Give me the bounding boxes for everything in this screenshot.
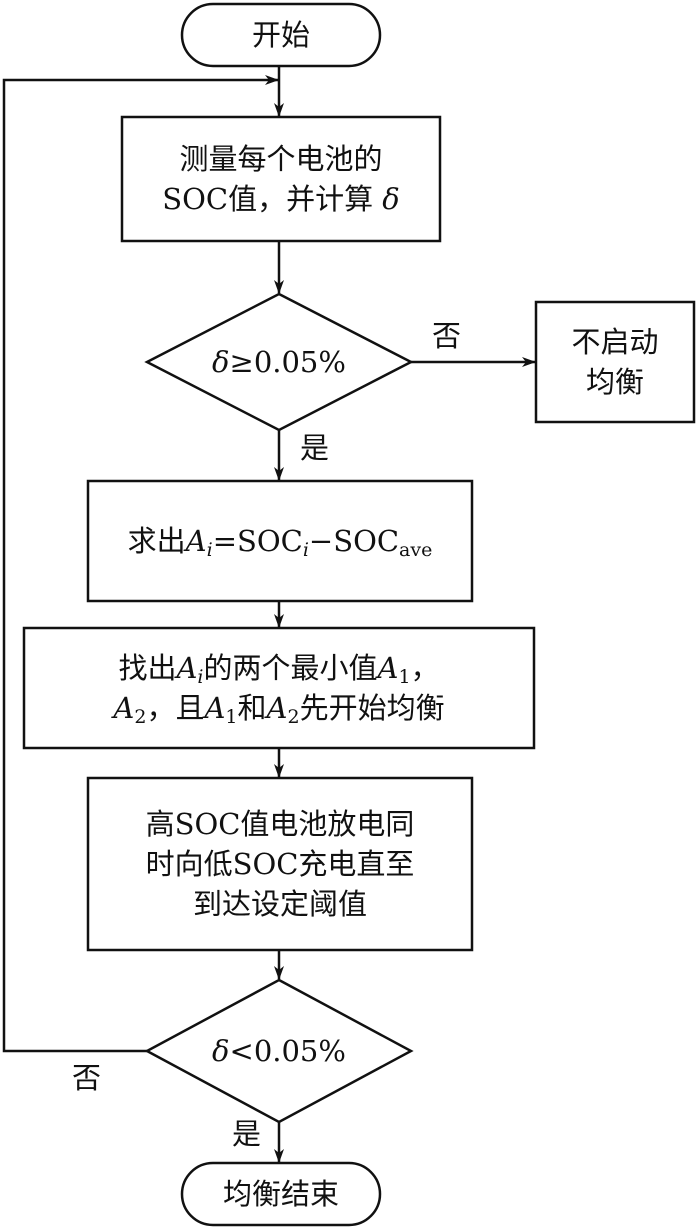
measure-line-2: SOC值，并计算 δ [162,182,400,216]
loop-back-connector [2,75,279,1053]
find-min-line-2: A2，且A1和A2先开始均衡 [113,691,445,728]
measure-line-1: 测量每个电池的 [179,142,383,176]
find-min-line-1: 找出Ai的两个最小值A1， [118,651,440,688]
measure-box [120,115,442,243]
start-terminal [180,2,382,68]
decision-end-yes-label: 是 [232,1117,262,1151]
decision-threshold-label: δ≥0.05% [212,345,346,379]
decision-end-no-label: 否 [72,1061,102,1095]
end-label: 均衡结束 [222,1177,339,1211]
decision-threshold-no-label: 否 [432,319,462,353]
compute-formula: 求出Ai=SOCi−SOCave [127,524,433,561]
decision-threshold-yes-label: 是 [300,431,330,465]
no-balance-box [534,300,696,424]
decision-end-label: δ<0.05% [212,1034,346,1068]
discharge-line-1: 高SOC值电池放电同 [145,807,415,841]
discharge-line-3: 到达设定阈值 [192,887,367,921]
no-balance-line-1: 不启动 [571,325,659,359]
discharge-line-2: 时向低SOC充电直至 [145,847,415,881]
find-min-text: 找出Ai的两个最小值A1， A2，且A1和A2先开始均衡 [24,648,534,728]
discharge-text: 高SOC值电池放电同 时向低SOC充电直至 到达设定阈值 [88,804,472,924]
start-label: 开始 [251,18,310,52]
no-balance-text: 不启动 均衡 [536,322,694,402]
no-balance-line-2: 均衡 [585,365,644,399]
end-terminal [180,1161,382,1227]
measure-text: 测量每个电池的 SOC值，并计算 δ [122,139,440,219]
